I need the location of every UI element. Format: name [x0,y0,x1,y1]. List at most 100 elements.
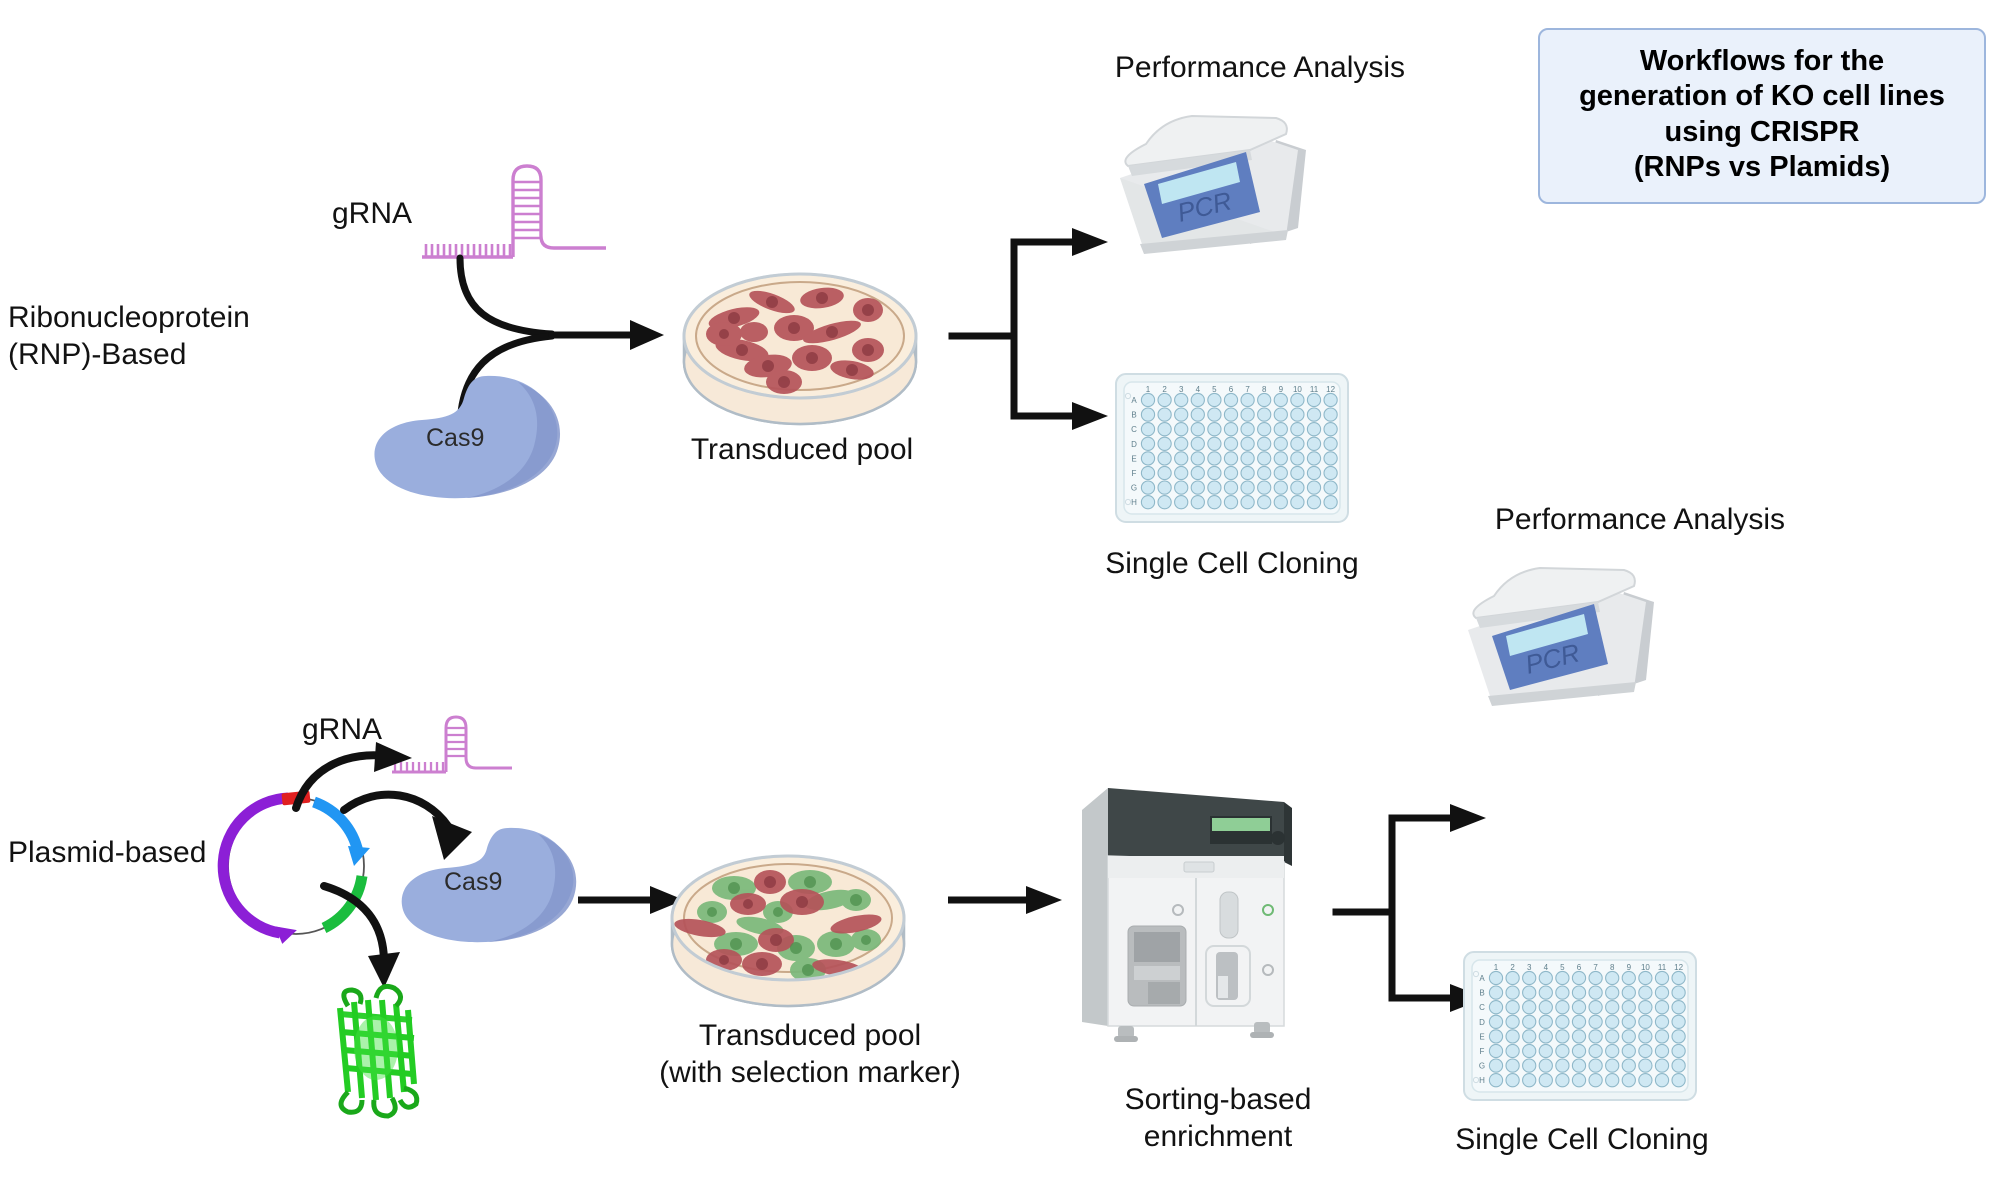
well [1571,1029,1587,1044]
well-row-header: D [1479,1018,1485,1027]
well [1273,422,1288,437]
well [1522,1000,1537,1015]
well [1538,970,1553,986]
grna-label-plasmid: gRNA [302,713,383,746]
well [1157,407,1172,422]
well-col-header: 3 [1179,385,1184,394]
well-row-header: E [1131,454,1136,463]
row-label-rnp: Ribonucleoprotein (RNP)-Based [8,301,250,371]
well [1621,1043,1636,1059]
well [1306,436,1322,451]
well [1306,495,1322,510]
well [1488,1014,1504,1029]
well [1257,495,1272,510]
well-row-header: H [1479,1076,1485,1085]
well [1505,970,1520,986]
well [1223,392,1239,408]
well [1306,422,1322,437]
well [1505,1073,1520,1088]
arrow-plasmid-to-grna [280,742,420,816]
well [1306,451,1322,466]
arrow-plasmid-to-gfp [318,880,438,1000]
well [1240,495,1255,510]
well [1306,407,1322,422]
plate-label-rnp: Single Cell Cloning [1105,547,1359,580]
cell-sorter-instrument [1078,776,1308,1046]
well [1240,480,1255,495]
well [1638,985,1653,1000]
well [1207,407,1222,422]
well [1190,392,1205,408]
petri-dish-plasmid [660,840,920,1030]
well [1671,1014,1686,1029]
plate-label-plasmid: Single Cell Cloning [1455,1123,1709,1156]
well [1605,1014,1620,1029]
gfp-protein-icon [318,980,448,1120]
well [1323,392,1338,408]
well [1190,495,1205,510]
grna-hairpin-icon-plasmid [390,712,520,782]
well-row-header: H [1131,498,1137,507]
well-col-header: 10 [1293,385,1302,394]
well [1290,407,1305,422]
well [1323,422,1338,437]
well [1157,465,1172,481]
well [1140,480,1156,495]
well [1638,1029,1653,1044]
well [1555,1043,1570,1059]
well [1671,985,1686,1000]
well-col-header: 12 [1674,963,1683,972]
well [1571,1073,1587,1088]
well [1571,1000,1587,1015]
well [1190,451,1205,466]
well [1223,422,1239,437]
well [1605,1073,1620,1088]
well [1223,451,1239,466]
well [1190,422,1205,437]
well [1621,1000,1636,1015]
well-col-header: 10 [1641,963,1650,972]
plasmid-branch-arrow [1332,800,1506,1012]
well [1223,407,1239,422]
well [1223,465,1239,481]
well [1290,436,1305,451]
well [1555,1000,1570,1015]
well-col-header: 8 [1610,963,1615,972]
well [1207,465,1222,481]
dish-label-plasmid: Transduced pool (with selection marker) [659,1019,961,1089]
well [1654,985,1670,1000]
plasmid-map-icon [196,766,396,966]
well-col-header: 1 [1494,963,1499,972]
well [1157,480,1172,495]
well-col-header: 4 [1196,385,1201,394]
well [1290,451,1305,466]
well [1240,465,1255,481]
well-col-header: 6 [1229,385,1234,394]
well [1488,1073,1504,1088]
well [1323,451,1338,466]
well [1140,495,1156,510]
well [1140,407,1156,422]
well [1621,1014,1636,1029]
well [1157,495,1172,510]
well [1257,465,1272,481]
well-row-header: B [1131,411,1136,420]
well [1207,480,1222,495]
pcr-machine-plasmid: PCR [1448,556,1668,706]
well [1621,1073,1636,1088]
well [1588,1073,1603,1088]
well [1671,970,1686,986]
well [1605,970,1620,986]
well [1488,1058,1504,1073]
well-col-header: 9 [1627,963,1632,972]
well [1257,436,1272,451]
well-col-header: 7 [1245,385,1250,394]
well [1306,480,1322,495]
grna-label-rnp: gRNA [332,197,413,230]
well [1190,465,1205,481]
well [1290,480,1305,495]
well [1290,392,1305,408]
well-col-header: 5 [1560,963,1565,972]
